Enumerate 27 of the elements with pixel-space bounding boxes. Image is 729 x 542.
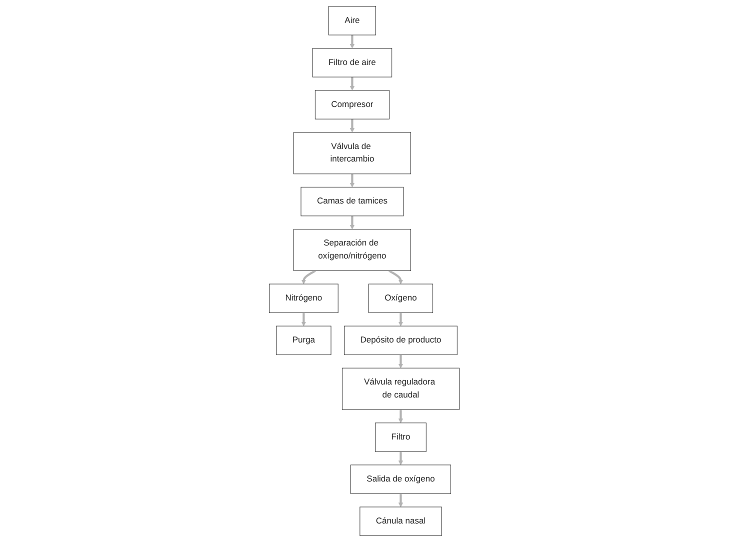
arrow [350,119,355,133]
arrow [398,494,404,508]
arrow [302,312,306,326]
arrow [388,270,404,284]
node-box: Cánula nasal [360,506,442,536]
node-box: Filtro de aire [312,48,392,78]
node-box: Oxígeno [368,284,434,314]
arrow [398,452,404,466]
node-box: Separación de oxígeno/nitrógeno [294,228,412,271]
node-box: Nitrógeno [269,284,339,314]
node-box: Filtro [375,422,427,452]
arrow [350,216,355,230]
arrow [350,35,355,49]
arrow [398,410,404,424]
node-box: Válvula reguladora de caudal [342,368,460,410]
arrow [350,77,355,91]
node-box: Depósito de producto [344,326,458,356]
node-box: Compresor [315,90,390,120]
node-box: Salida de oxígeno [350,464,452,494]
node-box: Aire [328,6,376,36]
node-box: Válvula de intercambio [294,132,412,174]
arrow [398,312,404,326]
arrow [398,354,404,368]
arrow [350,174,355,188]
arrow [302,270,316,284]
node-box: Purga [276,326,332,356]
node-box: Camas de tamices [300,186,404,216]
